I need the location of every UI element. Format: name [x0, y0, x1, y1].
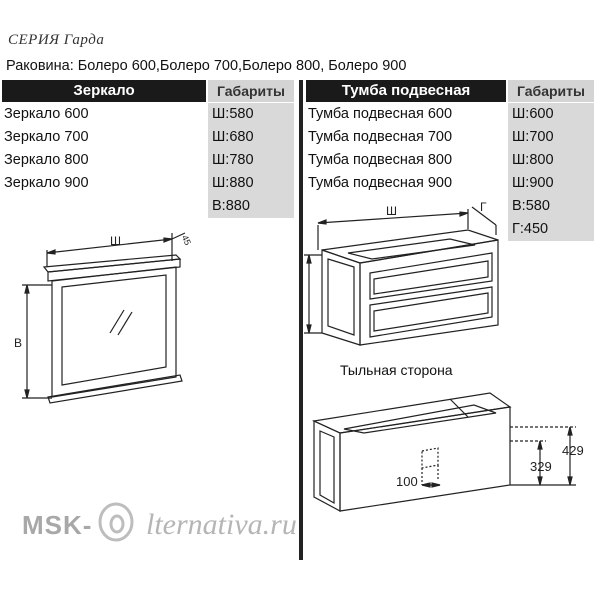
dim-100-label: 100: [396, 474, 418, 489]
list-item: Тумба подвесная 700: [308, 129, 453, 145]
dim-value: Ш:680: [212, 129, 254, 145]
list-item: Зеркало 900: [4, 175, 89, 191]
cabinet-width-label: Ш: [386, 204, 397, 218]
watermark-right: lternativa.ru: [146, 508, 297, 541]
mirror-items-list: Зеркало 600 Зеркало 700 Зеркало 800 Зерк…: [4, 103, 89, 195]
dim-429-label: 429: [562, 443, 584, 458]
cabinet-height-label: В: [300, 287, 302, 301]
series-title: СЕРИЯ Гарда: [8, 32, 105, 48]
cabinet-items-list: Тумба подвесная 600 Тумба подвесная 700 …: [308, 103, 452, 195]
cabinet-drawing: Ш Г В: [300, 200, 499, 346]
back-side-caption: Тыльная сторона: [340, 362, 453, 378]
dim-value: Ш:900: [512, 175, 554, 191]
dim-value: Ш:800: [512, 152, 554, 168]
dim-value: Ш:600: [512, 106, 554, 122]
mirror-depth-label: 45: [180, 233, 193, 246]
dim-value: Ш:700: [512, 129, 554, 145]
mirror-height-label: В: [14, 336, 22, 350]
dim-value: Ш:580: [212, 106, 254, 122]
dim-value: Ш:880: [212, 175, 254, 191]
mirror-dims-column: [208, 103, 294, 218]
mirror-dims-header: Габариты: [208, 80, 294, 102]
watermark-at-icon: [96, 500, 136, 544]
mirror-dims-list: Ш:580 Ш:680 Ш:780 Ш:880 В:880: [208, 103, 254, 218]
list-item: Тумба подвесная 800: [308, 152, 453, 168]
mirror-header: Зеркало: [2, 80, 206, 102]
cabinet-dims-column: [508, 103, 594, 241]
section-divider: [299, 80, 303, 560]
cabinet-dims-header: Габариты: [508, 80, 594, 102]
watermark-left: MSK-: [22, 510, 93, 540]
sinks-line: Раковина: Болеро 600,Болеро 700,Болеро 8…: [6, 58, 407, 74]
list-item: Тумба подвесная 900: [308, 175, 453, 191]
back-side-drawing: 100 329 429: [311, 392, 584, 513]
dim-value: Г:450: [512, 221, 549, 237]
cabinet-header: Тумба подвесная: [306, 80, 506, 102]
list-item: Зеркало 600: [4, 106, 89, 122]
cabinet-depth-label: Г: [480, 200, 487, 214]
mirror-drawing: Ш В 45: [14, 232, 193, 404]
dim-value: Ш:780: [212, 152, 254, 168]
list-item: Зеркало 700: [4, 129, 89, 145]
mirror-width-label: Ш: [110, 234, 121, 248]
list-item: Зеркало 800: [4, 152, 89, 168]
dim-value: В:880: [212, 198, 250, 214]
dim-value: В:580: [512, 198, 550, 214]
dim-329-label: 329: [530, 459, 552, 474]
cabinet-dims-list: Ш:600 Ш:700 Ш:800 Ш:900 В:580 Г:450: [508, 103, 554, 241]
list-item: Тумба подвесная 600: [308, 106, 453, 122]
